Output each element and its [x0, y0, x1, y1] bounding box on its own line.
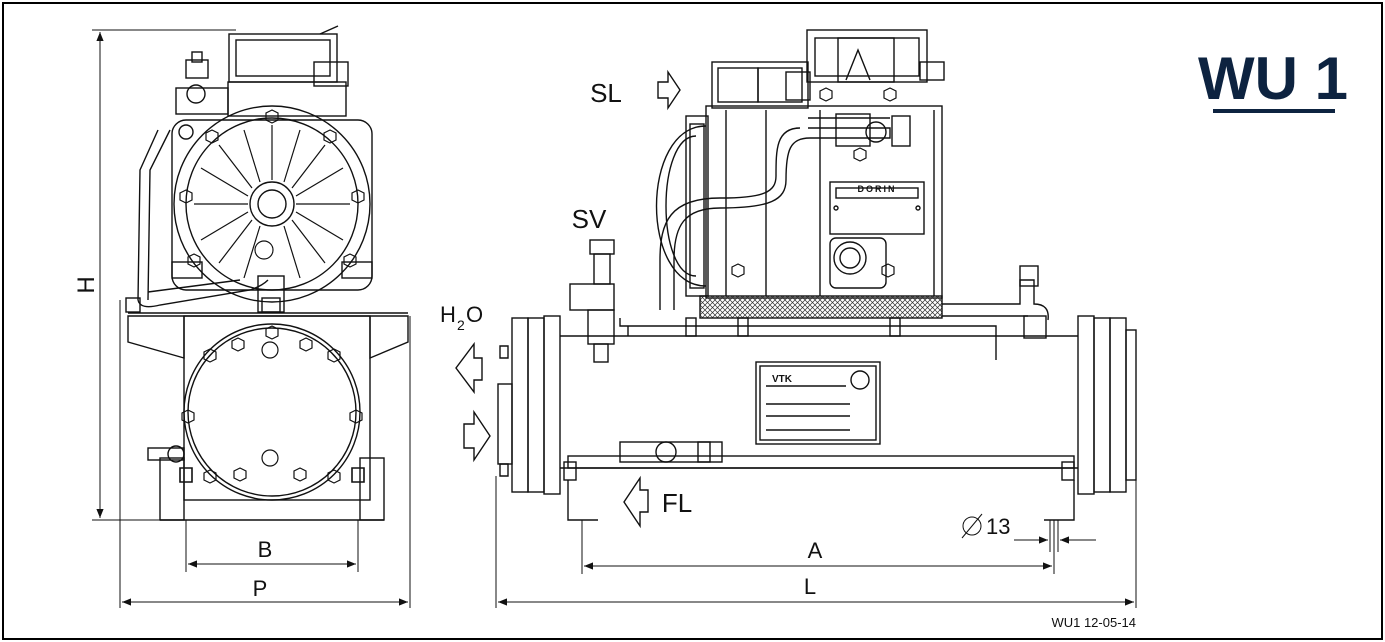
water-label-h: H — [440, 302, 456, 327]
front-view — [497, 29, 1137, 521]
flow-arrow-fluid-line — [623, 475, 649, 529]
dimension-b — [185, 520, 359, 572]
brand-plate-text: DORIN — [858, 184, 897, 194]
nameplate-logo: VTK — [772, 374, 793, 385]
dimension-b-label: B — [258, 537, 273, 562]
dimension-height-label: H — [73, 276, 100, 293]
suction-line-label: SL — [590, 78, 622, 108]
drawing-title: WU 1 — [1198, 45, 1348, 112]
drawing-reference: WU1 12-05-14 — [1051, 615, 1136, 630]
dimension-a — [581, 520, 1055, 574]
dimension-l-label: L — [804, 574, 816, 599]
flow-arrow-suction — [657, 69, 681, 111]
water-label-sub: 2 — [457, 317, 465, 333]
service-valve-label: SV — [572, 204, 607, 234]
diameter-symbol-icon — [962, 516, 982, 536]
dimension-hole — [961, 513, 1096, 552]
flow-arrow-water-out — [455, 341, 483, 395]
dimension-l — [495, 476, 1137, 608]
side-view — [125, 25, 409, 521]
hole-diameter-label: 13 — [986, 514, 1010, 539]
dimension-p-label: P — [253, 576, 268, 601]
flow-arrow-water-in — [463, 409, 491, 463]
dimension-a-label: A — [808, 538, 823, 563]
dimension-height — [92, 29, 236, 521]
water-label: H 2 O — [440, 302, 483, 333]
water-label-o: O — [466, 302, 483, 327]
fluid-line-label: FL — [662, 488, 692, 518]
dimension-p — [119, 300, 411, 608]
